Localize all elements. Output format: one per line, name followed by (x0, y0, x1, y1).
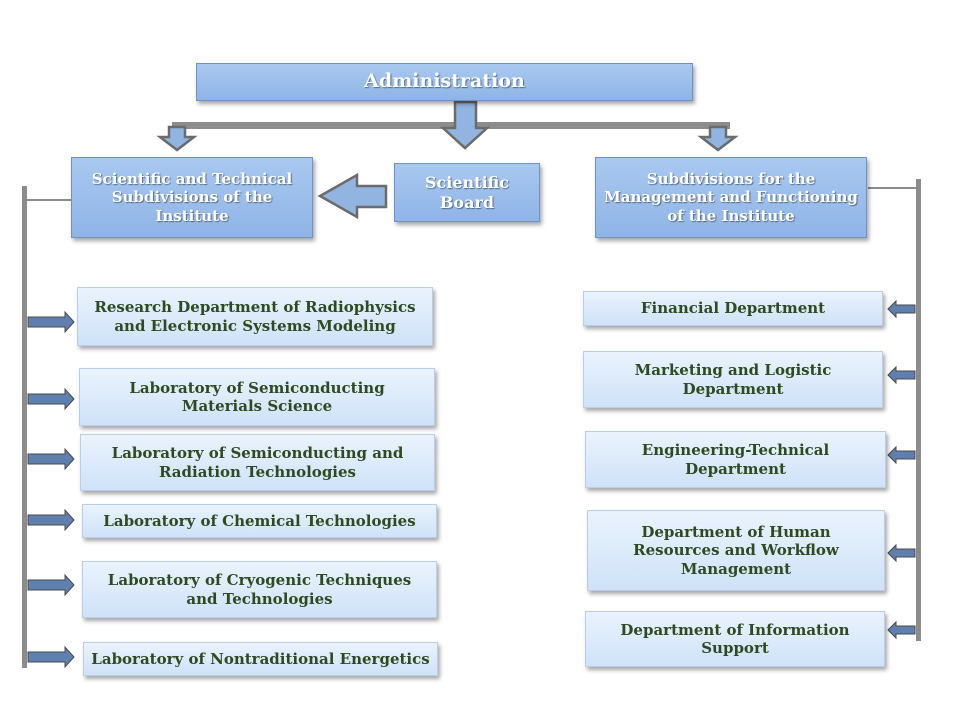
left-department-label: Laboratory of Semiconducting Materials S… (129, 378, 385, 415)
top-connector-bar (172, 122, 730, 129)
left-rail (22, 186, 27, 668)
right-department-label: Marketing and Logistic Department (634, 361, 832, 398)
left-department-label: Laboratory of Semiconducting and Radiati… (111, 444, 404, 481)
branch-arrow-icon (887, 620, 916, 640)
left-department-box: Laboratory of Chemical Technologies (82, 504, 437, 538)
right-rail-stub (868, 187, 916, 189)
left-department-label: Laboratory of Cryogenic Techniques and T… (107, 571, 412, 608)
scientific-technical-label: Scientific and Technical Subdivisions of… (91, 170, 293, 225)
right-department-box: Financial Department (583, 291, 883, 326)
left-department-box: Laboratory of Semiconducting and Radiati… (80, 434, 435, 491)
branch-arrow-icon (887, 445, 916, 465)
left-department-box: Laboratory of Semiconducting Materials S… (79, 368, 435, 426)
right-rail (916, 179, 921, 641)
management-box: Subdivisions for the Management and Func… (595, 157, 867, 238)
left-branch-arrows (27, 310, 75, 669)
right-department-box: Department of Human Resources and Workfl… (587, 510, 885, 591)
branch-arrow-icon (27, 573, 75, 597)
administration-box: Administration (196, 63, 693, 101)
branch-arrow-icon (887, 365, 916, 385)
branch-arrow-icon (27, 645, 75, 669)
left-department-box: Research Department of Radiophysics and … (77, 287, 433, 346)
right-department-label: Financial Department (640, 299, 826, 318)
scientific-technical-box: Scientific and Technical Subdivisions of… (71, 157, 313, 238)
left-rail-stub (27, 199, 71, 201)
scientific-board-box: Scientific Board (394, 163, 540, 222)
branch-arrow-icon (27, 310, 75, 334)
administration-label: Administration (364, 70, 525, 93)
branch-arrow-icon (27, 447, 75, 471)
arrow-admin-to-board (439, 100, 491, 150)
right-department-box: Marketing and Logistic Department (583, 351, 883, 408)
branch-arrow-icon (887, 299, 916, 319)
right-department-label: Department of Information Support (620, 620, 850, 657)
arrow-to-management (697, 125, 739, 152)
branch-arrow-icon (27, 508, 75, 532)
right-department-box: Engineering-Technical Department (585, 431, 886, 488)
branch-arrow-icon (27, 387, 75, 411)
right-branch-arrows (887, 299, 916, 640)
left-department-box: Laboratory of Nontraditional Energetics (83, 642, 438, 676)
right-department-box: Department of Information Support (585, 611, 885, 667)
right-department-label: Department of Human Resources and Workfl… (633, 523, 839, 578)
right-department-label: Engineering-Technical Department (641, 441, 830, 478)
arrow-to-scientific-technical (156, 125, 198, 152)
left-department-box: Laboratory of Cryogenic Techniques and T… (82, 561, 437, 618)
management-label: Subdivisions for the Management and Func… (604, 170, 858, 225)
left-department-label: Laboratory of Nontraditional Energetics (91, 649, 430, 668)
left-department-label: Laboratory of Chemical Technologies (103, 511, 416, 530)
branch-arrow-icon (887, 543, 916, 563)
scientific-board-label: Scientific Board (424, 172, 510, 212)
arrow-board-to-scientific-technical (317, 172, 388, 220)
left-department-label: Research Department of Radiophysics and … (94, 298, 416, 335)
